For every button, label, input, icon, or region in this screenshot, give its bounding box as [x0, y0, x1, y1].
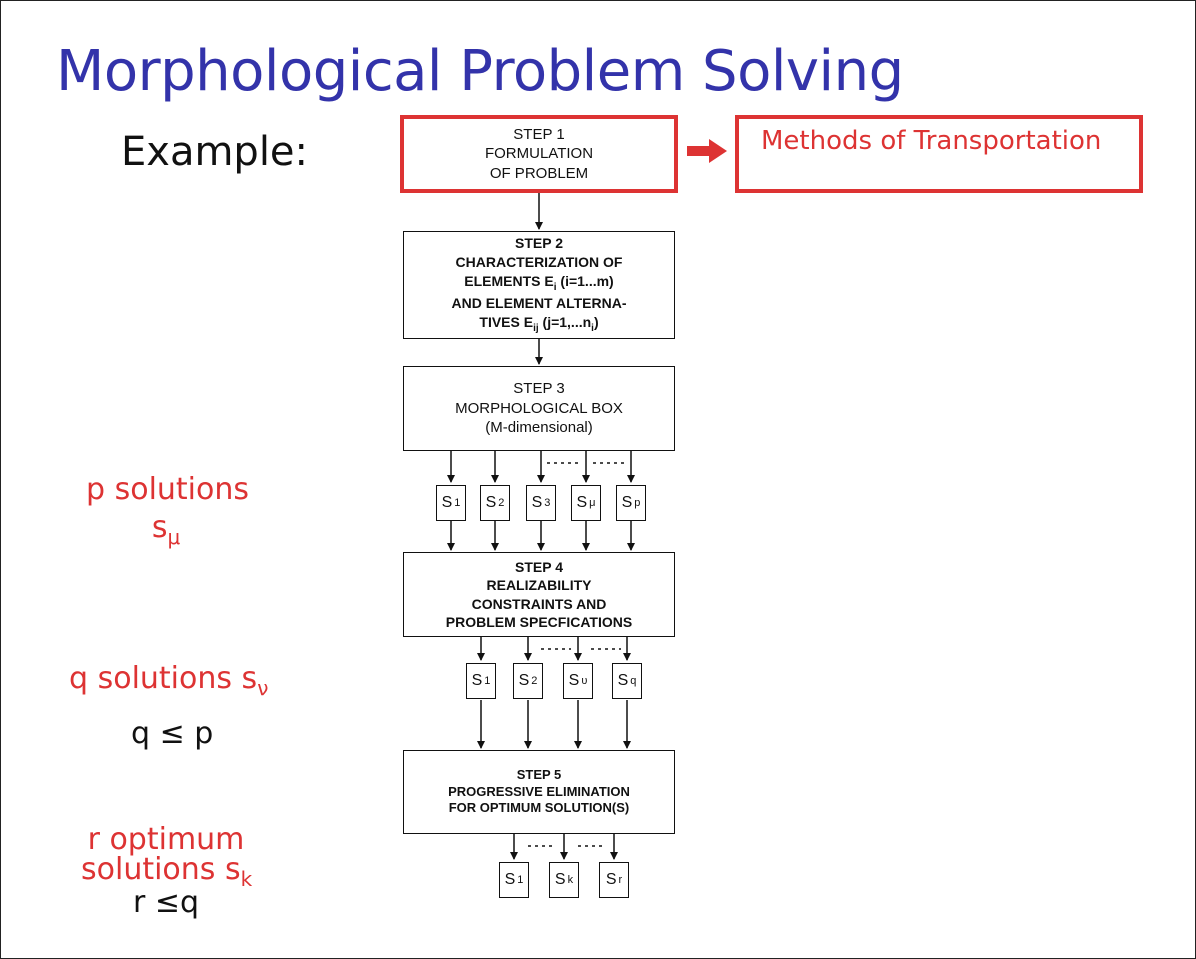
- p-solutions-label: p solutions sμ: [86, 471, 250, 550]
- r-optimum-line1: r optimum: [87, 822, 245, 857]
- step2-line3-rest: (i=1...m): [556, 273, 614, 290]
- r-optimum-label: r optimum solutions sk: [81, 822, 253, 891]
- step3-line3: (M-dimensional): [485, 419, 593, 437]
- step1-line1: STEP 1: [513, 125, 565, 143]
- page-title: Morphological Problem Solving: [56, 39, 904, 104]
- step1-line2: FORMULATION: [484, 145, 594, 163]
- step5-line1: STEP 5: [516, 766, 562, 782]
- red-arrow-icon: [687, 139, 727, 163]
- q-solutions-label: q solutions sν: [69, 661, 269, 700]
- step5-line2: PROGRESSIVE ELIMINATION: [448, 783, 630, 799]
- step2-line2: CHARACTERIZATION OF: [455, 254, 623, 271]
- step2-line5-sub: ij: [533, 323, 539, 335]
- methods-box: [735, 115, 1143, 193]
- step3-line1: STEP 3: [513, 380, 565, 398]
- step1-line3: OF PROBLEM: [489, 164, 589, 182]
- step2-line3-main: ELEMENTS E: [464, 273, 554, 290]
- p-solutions-line2: sμ: [151, 509, 181, 549]
- step2-box: STEP 2 CHARACTERIZATION OF ELEMENTS Ei (…: [403, 231, 675, 339]
- step4-line2: REALIZABILITY: [486, 577, 592, 594]
- step2-line5-end: ): [593, 314, 599, 331]
- q-relation: q ≤ p: [131, 716, 214, 751]
- step1-text: STEP 1 FORMULATION OF PROBLEM: [403, 118, 675, 190]
- step2-line4: AND ELEMENT ALTERNA-: [451, 295, 627, 312]
- step2-line1: STEP 2: [515, 235, 563, 252]
- step2-line5-rest: (j=1,...n: [538, 314, 592, 331]
- step5-box: STEP 5 PROGRESSIVE ELIMINATION FOR OPTIM…: [403, 750, 675, 834]
- step3-line2: MORPHOLOGICAL BOX: [455, 399, 623, 417]
- step2-line3-sub: i: [553, 281, 557, 293]
- p-solutions-line1: p solutions: [86, 472, 250, 507]
- r-optimum-line2: solutions sk: [81, 852, 253, 891]
- r-relation: r ≤q: [133, 885, 200, 920]
- step5-line3: FOR OPTIMUM SOLUTION(S): [448, 800, 630, 816]
- step2-line3: ELEMENTS Ei (i=1...m): [464, 272, 613, 294]
- step2-line5-sub2: i: [591, 323, 594, 335]
- step4-line1: STEP 4: [515, 559, 563, 576]
- step4-line3: CONSTRAINTS AND: [471, 595, 607, 612]
- step2-line5: TIVES Eij (j=1,...ni): [479, 313, 598, 335]
- methods-label: Methods of Transportation: [761, 126, 1102, 156]
- step4-line4: PROBLEM SPECFICATIONS: [445, 613, 633, 630]
- step4-box: STEP 4 REALIZABILITY CONSTRAINTS AND PRO…: [403, 552, 675, 637]
- step2-line5-main: TIVES E: [479, 314, 534, 331]
- step1-box: [400, 115, 678, 193]
- step3-box: STEP 3 MORPHOLOGICAL BOX (M-dimensional): [403, 366, 675, 451]
- example-label: Example:: [121, 129, 309, 175]
